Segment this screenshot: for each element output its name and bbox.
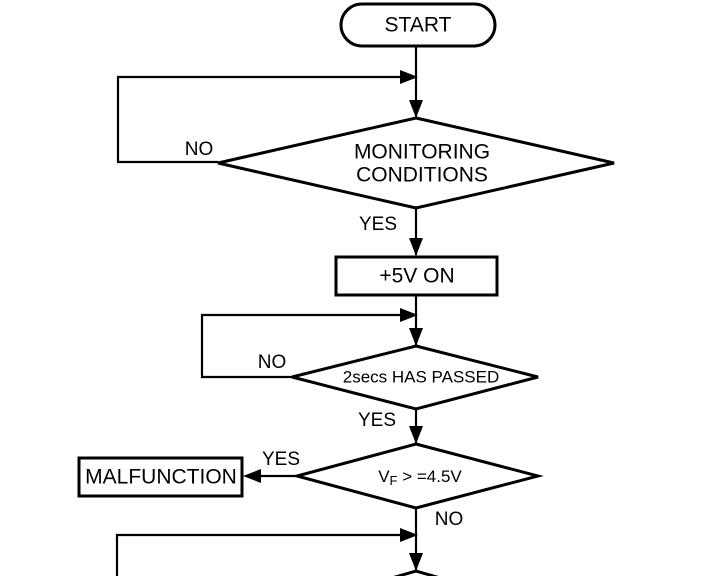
node-monitoring-conditions-label-line1: MONITORING: [354, 141, 490, 164]
edge-label-monitoring-yes: YES: [359, 214, 397, 235]
node-vf-threshold-label-suffix: > =4.5V: [398, 467, 463, 486]
arrowhead-start-to-monitoring: [409, 100, 423, 118]
node-next-decision-partial[interactable]: [371, 569, 461, 576]
node-start[interactable]: [339, 2, 497, 48]
node-five-volt-on-label: +5V ON: [379, 265, 454, 288]
connector-monitoring-no-loop: [116, 75, 412, 164]
node-two-secs-passed[interactable]: [291, 344, 539, 411]
edge-label-monitoring-no: NO: [185, 139, 214, 160]
arrowhead-monitoring-yes: [409, 238, 423, 256]
arrowhead-2secs-yes: [409, 426, 423, 444]
node-monitoring-conditions[interactable]: [217, 116, 615, 210]
node-vf-threshold-label-prefix: V: [378, 467, 390, 486]
arrowhead-bottom-loop: [400, 528, 418, 542]
arrowhead-vf-no: [409, 553, 423, 571]
edge-label-two-secs-yes: YES: [358, 410, 396, 431]
edge-label-two-secs-no: NO: [258, 352, 287, 373]
node-malfunction[interactable]: [77, 456, 244, 498]
node-malfunction-label: MALFUNCTION: [85, 466, 237, 489]
arrowhead-5v-to-2secs: [409, 328, 423, 346]
node-start-label: START: [385, 14, 452, 37]
arrowhead-2secs-no-loop: [400, 308, 418, 322]
node-five-volt-on[interactable]: [334, 255, 499, 297]
edge-label-vf-no: NO: [435, 509, 464, 530]
node-monitoring-conditions-label-line2: CONDITIONS: [356, 164, 488, 187]
connector-bottom-loop: [115, 533, 412, 576]
connector-2secs-no-loop: [200, 313, 412, 379]
node-vf-threshold-label: VF > =4.5V: [378, 467, 462, 488]
node-vf-threshold-label-subscript: F: [390, 473, 398, 488]
arrowhead-monitoring-no-loop: [400, 70, 418, 84]
edge-label-vf-yes: YES: [262, 449, 300, 470]
node-vf-threshold[interactable]: [291, 442, 544, 510]
arrowhead-vf-yes-to-malfunction: [243, 469, 261, 483]
node-two-secs-passed-label: 2secs HAS PASSED: [343, 367, 500, 386]
